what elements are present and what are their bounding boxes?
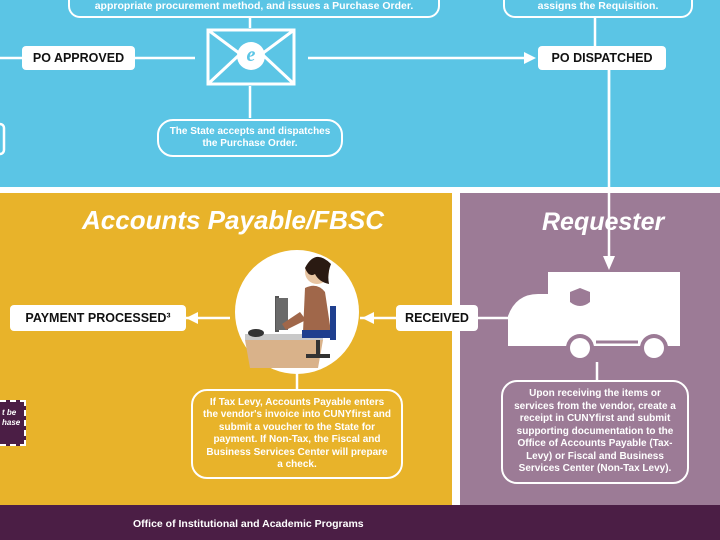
clipped-note: t be hase [0,400,26,446]
note-procurement-method-text: appropriate procurement method, and issu… [94,0,414,12]
payment-processed-label: PAYMENT PROCESSED³ [25,311,171,325]
note-requester-receipt-text: Upon receiving the items or services fro… [514,388,676,475]
requester-heading: Requester [542,208,665,236]
note-accounts-payable-text: If Tax Levy, Accounts Payable enters the… [203,396,391,471]
po-approved-label: PO APPROVED [32,51,125,65]
note-assigns-requisition-text: assigns the Requisition. [537,0,659,12]
payment-processed-step: PAYMENT PROCESSED³ [10,305,186,331]
footer-bar: Office of Institutional and Academic Pro… [0,505,720,540]
email-envelope-icon [206,28,296,86]
delivery-truck-icon [508,272,680,362]
note-state-dispatch: The State accepts and dispatches the Pur… [157,119,343,157]
po-dispatched-label: PO DISPATCHED [551,51,653,65]
footer-text: Office of Institutional and Academic Pro… [133,518,364,530]
received-label: RECEIVED [405,311,469,325]
po-approved-step: PO APPROVED [22,46,135,70]
note-procurement-method: appropriate procurement method, and issu… [68,0,440,18]
note-assigns-requisition: assigns the Requisition. [503,0,693,18]
po-dispatched-step: PO DISPATCHED [538,46,666,70]
person-at-computer-icon [235,250,359,374]
note-state-dispatch-text: The State accepts and dispatches the Pur… [169,125,331,150]
vertical-divider [452,190,460,505]
clipped-note-text: t be hase [2,408,21,427]
note-accounts-payable: If Tax Levy, Accounts Payable enters the… [191,389,403,479]
horizontal-divider [0,187,720,193]
email-glyph: e [246,44,256,66]
accounts-payable-heading: Accounts Payable/FBSC [82,205,384,235]
procurement-zone [0,0,720,190]
note-requester-receipt: Upon receiving the items or services fro… [501,380,689,484]
accounts-payable-zone [0,190,455,505]
received-step: RECEIVED [396,305,478,331]
